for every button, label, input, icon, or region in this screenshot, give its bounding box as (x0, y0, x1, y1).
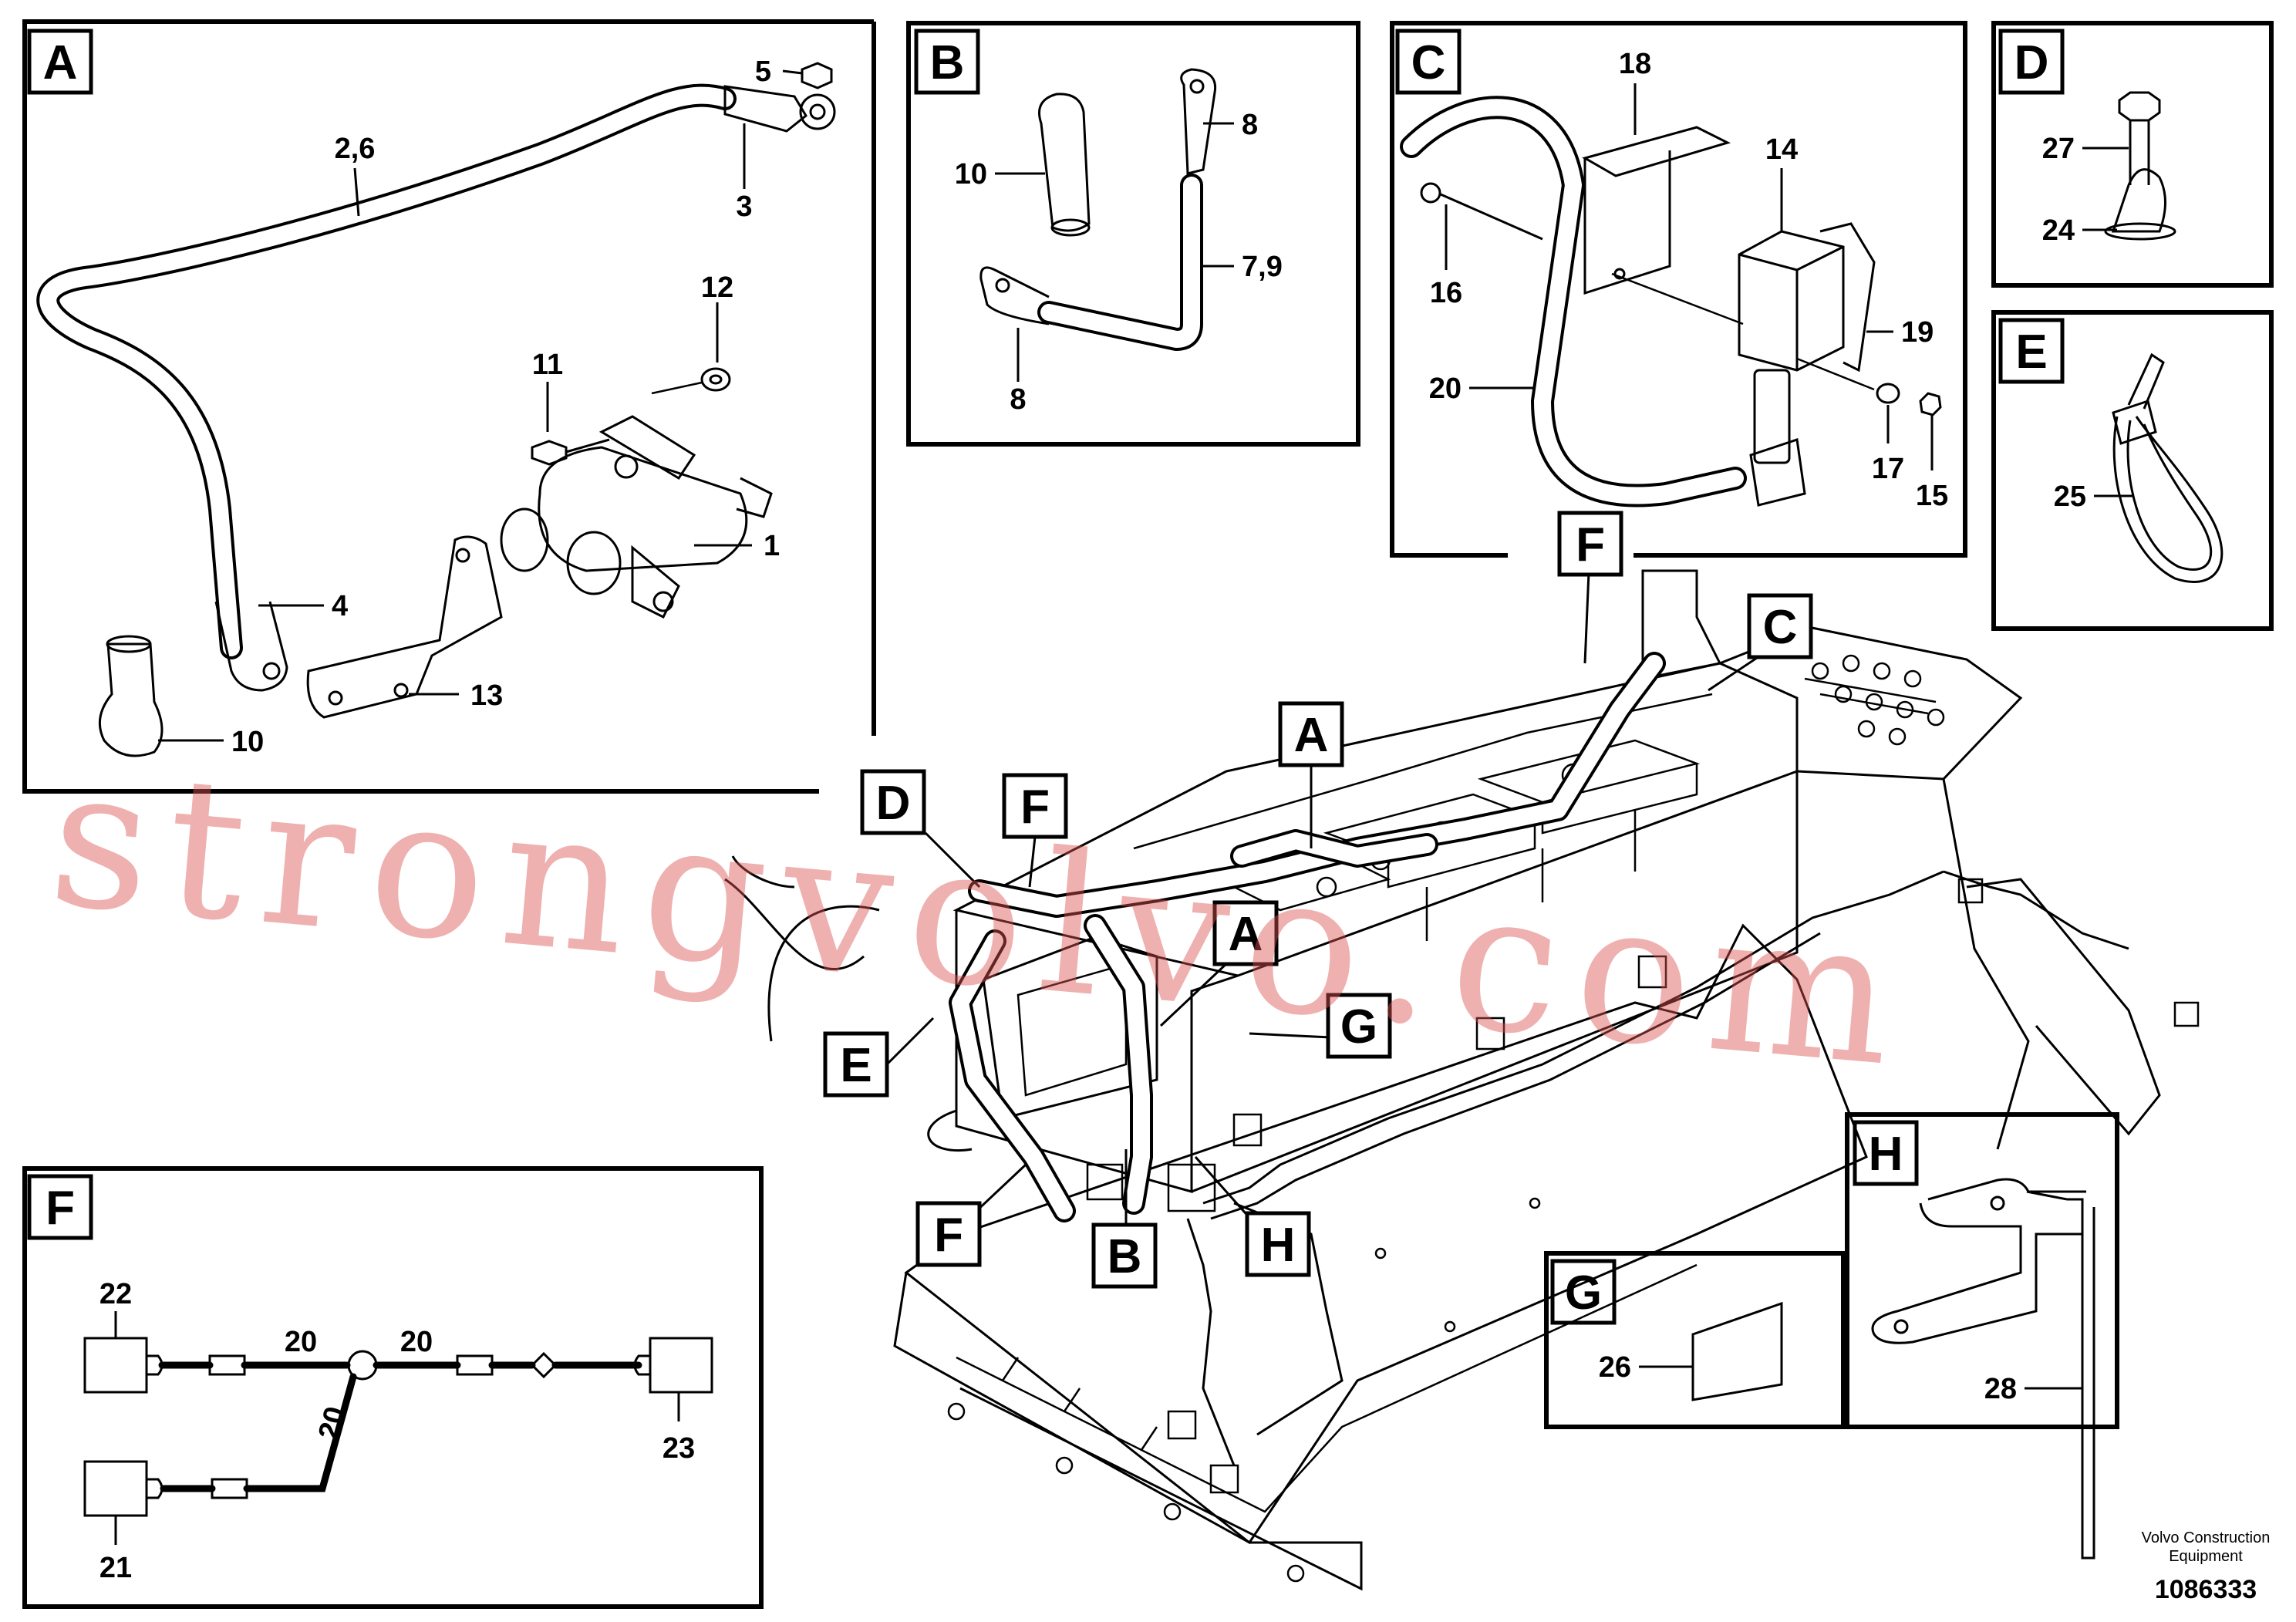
footer-company-line2: Equipment (2169, 1548, 2243, 1565)
callout-f-bottom: F (934, 1209, 963, 1262)
panel-h-letter: H (1869, 1128, 1903, 1181)
callout-c: C (1763, 601, 1798, 654)
label-a-12: 12 (701, 271, 733, 304)
label-c-15: 15 (1916, 480, 1948, 512)
label-g-26: 26 (1599, 1351, 1631, 1384)
label-f-21: 21 (99, 1552, 132, 1584)
callout-h: H (1261, 1219, 1296, 1272)
label-a-11: 11 (532, 349, 563, 381)
callouts: D F A F C A G E F B H (823, 511, 1813, 1289)
label-c-16: 16 (1430, 277, 1462, 309)
panel-f-letter: F (46, 1182, 75, 1235)
panel-e: E 25 (1991, 310, 2274, 631)
panel-c: C 18 14 16 19 20 17 15 (1390, 21, 1967, 558)
panel-d-letter: D (2014, 36, 2049, 89)
callout-e: E (840, 1039, 872, 1092)
label-d-27: 27 (2042, 133, 2075, 165)
panel-a-letter: A (43, 36, 78, 89)
panel-d: D 27 24 (1991, 21, 2274, 288)
panel-b-letter: B (930, 36, 965, 89)
callout-d: D (876, 777, 911, 830)
label-a-1: 1 (764, 530, 780, 562)
footer-doc-number: 1086333 (2155, 1575, 2257, 1604)
panel-c-letter: C (1411, 36, 1446, 89)
label-a-10: 10 (231, 726, 264, 758)
callout-b: B (1108, 1230, 1142, 1283)
main-assembly (724, 569, 2200, 1591)
label-c-19: 19 (1901, 316, 1934, 349)
label-f-23: 23 (663, 1432, 695, 1465)
callout-a-middle: A (1229, 908, 1263, 961)
label-d-24: 24 (2042, 214, 2075, 247)
panel-a: A (22, 19, 876, 794)
label-h-28: 28 (1984, 1373, 2017, 1405)
label-a-4: 4 (332, 590, 348, 622)
label-f-22: 22 (99, 1278, 132, 1310)
panel-h: H 28 (1845, 1112, 2119, 1560)
label-c-18: 18 (1619, 48, 1651, 80)
label-e-25: 25 (2054, 481, 2086, 513)
label-b-10: 10 (955, 158, 987, 191)
footer-company-line1: Volvo Construction (2142, 1529, 2271, 1546)
label-f-20-left: 20 (285, 1326, 317, 1358)
label-c-20: 20 (1429, 373, 1462, 405)
label-b-8-bottom: 8 (1010, 383, 1026, 416)
label-a-3: 3 (736, 191, 752, 223)
panel-b: B 8 10 7,9 8 (906, 21, 1360, 447)
label-c-17: 17 (1872, 453, 1904, 485)
callout-g: G (1340, 1000, 1377, 1054)
callout-f-top: F (1576, 518, 1605, 572)
label-a-5: 5 (755, 56, 771, 88)
footer: Volvo Construction Equipment 1086333 (2142, 1529, 2271, 1604)
label-b-8-top: 8 (1242, 109, 1258, 141)
callout-f-top-left: F (1020, 781, 1050, 834)
label-c-14: 14 (1765, 133, 1798, 166)
callout-a-top: A (1294, 709, 1329, 762)
label-a-13: 13 (470, 679, 503, 712)
panel-e-letter: E (2015, 325, 2047, 379)
panel-f: F 22 20 20 20 23 21 (22, 1166, 764, 1609)
label-a-2-6: 2,6 (335, 133, 376, 165)
label-f-20-right: 20 (400, 1326, 433, 1358)
label-b-7-9: 7,9 (1242, 251, 1283, 283)
